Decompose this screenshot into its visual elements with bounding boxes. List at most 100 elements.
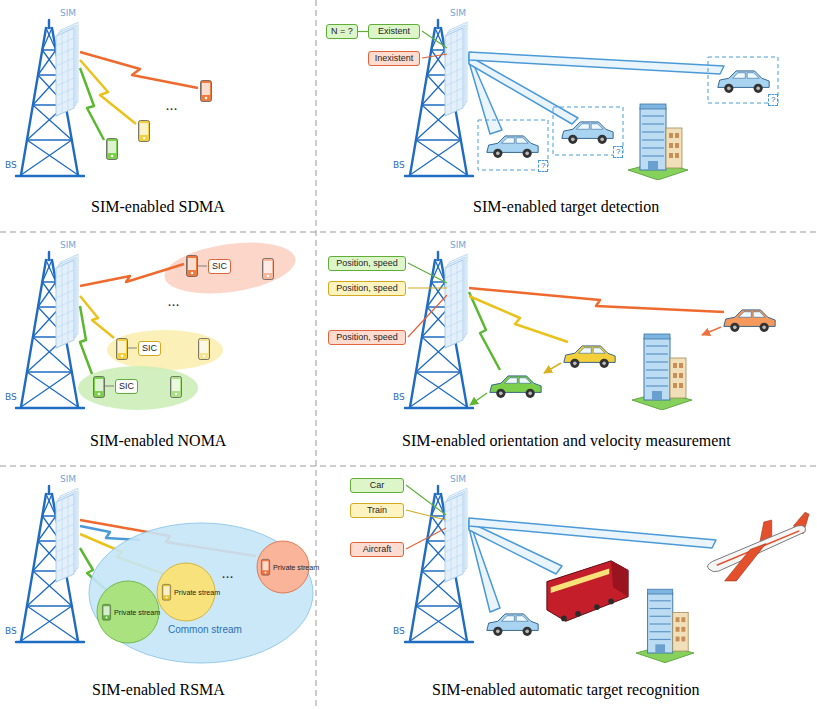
panel-caption: SIM-enabled target detection: [473, 197, 659, 216]
phone-body: [261, 559, 269, 575]
detection-illustration: [478, 57, 778, 170]
tag-text: Inexistent: [373, 53, 415, 64]
rsma-illustration: [16, 486, 84, 642]
result-tag: Inexistent: [368, 51, 420, 66]
velocity-illustration: [408, 263, 447, 283]
detection-illustration: [469, 52, 724, 74]
private-stream-text: Private stream: [273, 563, 306, 572]
sdma-illustration: [80, 52, 198, 88]
recognition-illustration: [469, 518, 716, 548]
noma-illustration: [80, 306, 92, 374]
class-tag: Car: [350, 478, 404, 493]
recognition-illustration: [405, 485, 809, 663]
noma-illustration: [16, 252, 84, 408]
recognition-illustration: [708, 512, 809, 581]
sdma-illustration: [139, 121, 150, 142]
phone-screen: [164, 586, 170, 595]
sic-box: SIC: [115, 379, 138, 394]
tag-text: Existent: [373, 26, 415, 37]
tag-text: Position, speed: [333, 258, 401, 269]
velocity-illustration: [544, 363, 561, 373]
velocity-illustration: [469, 296, 568, 342]
detection-illustration: [718, 71, 769, 93]
sim-label: SIM: [60, 8, 76, 19]
class-tag: Train: [350, 503, 404, 518]
private-stream-circle: Private stream: [96, 580, 160, 644]
sic-box: SIC: [138, 341, 161, 356]
noma-illustration: [16, 235, 299, 410]
recognition-illustration: [406, 510, 446, 520]
measurement-tag: Position, speed: [328, 256, 406, 271]
ellipse-outline: [89, 523, 313, 663]
rsma-illustration: [16, 486, 84, 642]
panel-divider: [0, 232, 817, 233]
tag-text: Position, speed: [333, 332, 401, 343]
detection-illustration: [562, 122, 613, 144]
tag-text: Position, speed: [333, 283, 401, 294]
private-stream-circle: Private stream: [256, 540, 310, 594]
unknown-mark: ?: [538, 160, 548, 172]
circle-outline: [97, 581, 159, 643]
velocity-illustration: [702, 327, 721, 335]
panel-caption: SIM-enabled NOMA: [90, 431, 226, 450]
detection-illustration: [628, 104, 688, 180]
noma-illustration: [117, 339, 128, 360]
tag-text: Car: [355, 480, 399, 491]
noma-illustration: [80, 264, 184, 286]
bs-label: BS: [5, 626, 17, 637]
phone-button: [265, 572, 267, 574]
sdma-illustration: [201, 81, 212, 102]
unknown-mark: ?: [613, 146, 623, 158]
velocity-illustration: [469, 288, 724, 312]
sim-label: SIM: [60, 240, 76, 251]
sim-label: SIM: [450, 8, 466, 19]
phone-button: [166, 597, 168, 599]
sdma-illustration: [16, 20, 212, 176]
sdma-illustration: [80, 68, 104, 140]
sim-label: SIM: [450, 240, 466, 251]
sdma-illustration: [107, 139, 118, 160]
noma-illustration: [187, 256, 198, 277]
phone-icon: [102, 604, 110, 620]
panel-divider: [0, 466, 817, 467]
panel-caption: SIM-enabled orientation and velocity mea…: [402, 431, 731, 450]
recognition-illustration: [405, 486, 473, 642]
tag-text: N = ?: [331, 26, 353, 37]
sic-text: SIC: [119, 381, 134, 392]
panel-caption: SIM-enabled RSMA: [92, 680, 225, 699]
noma-illustration: [161, 235, 298, 301]
class-tag: Aircraft: [350, 542, 404, 557]
unknown-mark: ?: [768, 94, 778, 106]
noma-illustration: [198, 266, 207, 267]
tag-text: Train: [355, 505, 399, 516]
noma-illustration: [78, 366, 198, 410]
sic-text: SIC: [142, 343, 157, 354]
measurement-tag: Position, speed: [328, 281, 406, 296]
detection-illustration: [405, 20, 778, 180]
private-stream-text: Private stream: [174, 588, 212, 597]
velocity-illustration: [632, 334, 692, 410]
recognition-illustration: [636, 589, 694, 662]
private-stream-text: Private stream: [114, 608, 156, 617]
detection-illustration: [405, 20, 473, 176]
noma-illustration: [171, 377, 182, 398]
recognition-illustration: [406, 528, 446, 549]
bs-label: BS: [393, 392, 405, 403]
noma-illustration: [80, 264, 184, 374]
result-tag: Existent: [368, 24, 420, 39]
noma-illustration: [199, 339, 210, 360]
recognition-illustration: [487, 614, 538, 636]
phone-icon: [261, 559, 269, 575]
detection-illustration: [469, 56, 578, 124]
noma-illustration: [128, 348, 137, 349]
common-stream-ellipse: Common streamPrivate streamPrivate strea…: [88, 522, 314, 664]
sdma-illustration: [16, 20, 84, 176]
noma-illustration: [105, 266, 207, 386]
bs-label: BS: [5, 392, 17, 403]
ellipsis: ...: [166, 100, 178, 112]
detection-illustration: [422, 31, 447, 48]
velocity-illustration: [490, 376, 541, 398]
velocity-illustration: [405, 252, 473, 408]
